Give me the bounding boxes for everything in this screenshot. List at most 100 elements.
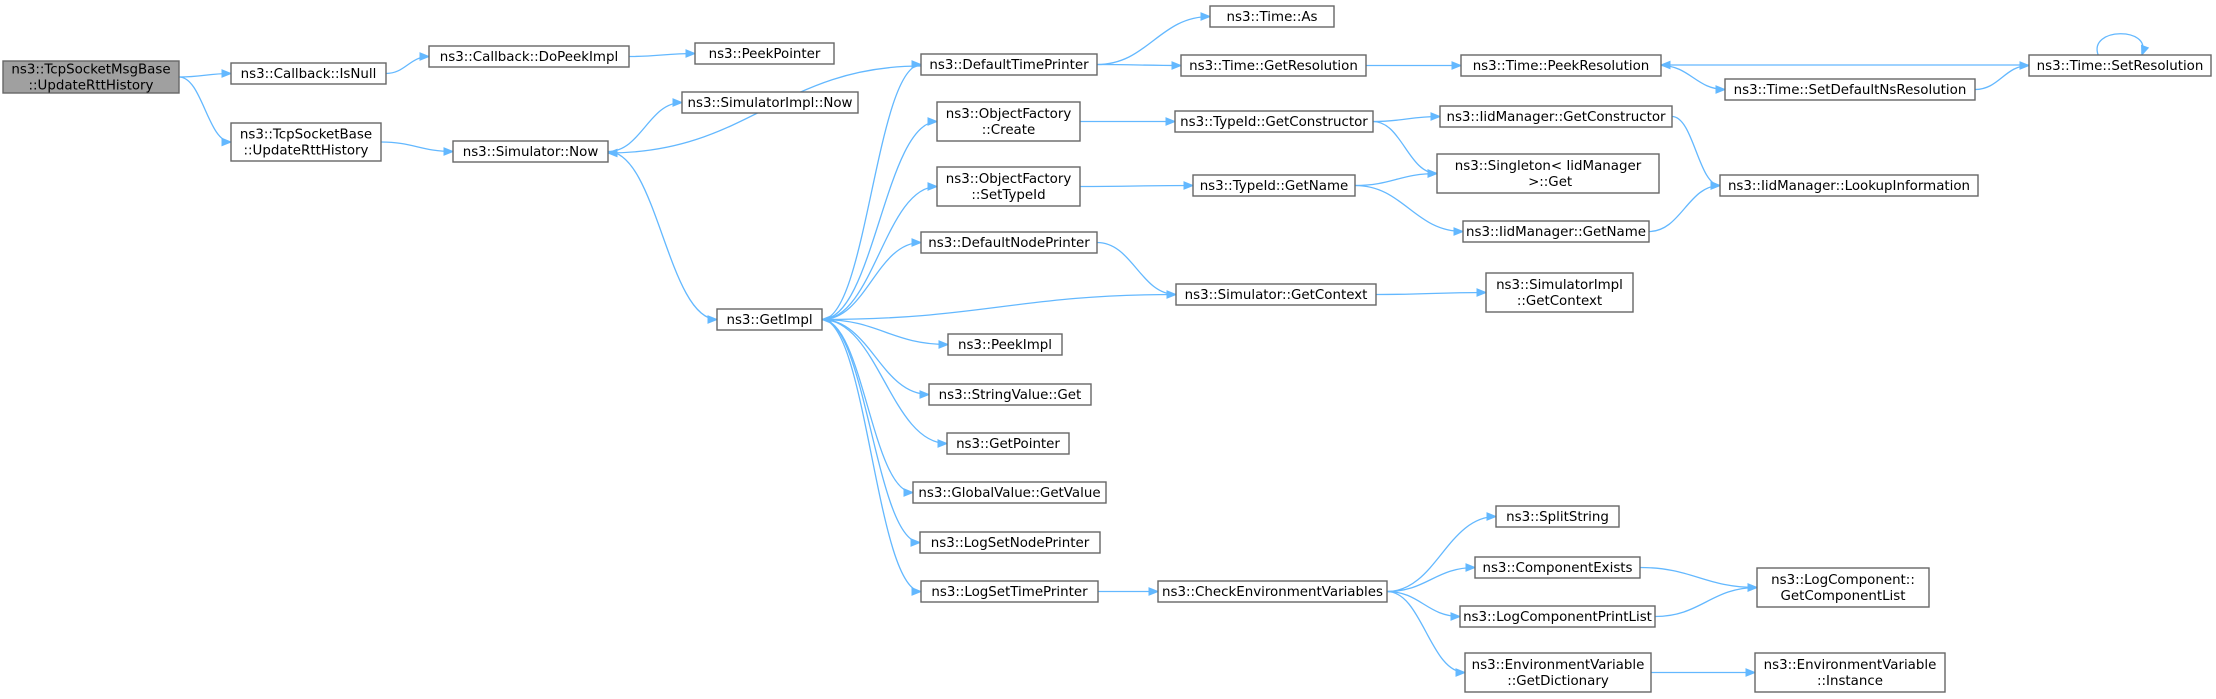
node-sim-now[interactable]: ns3::Simulator::Now	[452, 140, 609, 163]
edge-line	[1372, 120, 1438, 175]
node-str-val-get[interactable]: ns3::StringValue::Get	[928, 383, 1092, 406]
node-box	[912, 481, 1107, 504]
edge-line	[1375, 291, 1487, 296]
node-comp-exists[interactable]: ns3::ComponentExists	[1474, 556, 1641, 579]
edge-arrowhead	[919, 390, 931, 399]
edge-check-env-to-split-string	[1386, 512, 1498, 593]
node-cb-do-peek[interactable]: ns3::Callback::DoPeekImpl	[428, 45, 630, 68]
edge-line	[1671, 115, 1721, 187]
edge-arrowhead	[419, 52, 431, 61]
node-time-set-res[interactable]: ns3::Time::SetResolution	[2028, 54, 2212, 77]
call-edges	[178, 12, 2150, 677]
edge-line	[607, 101, 683, 153]
node-iid-get-ctor[interactable]: ns3::IidManager::GetConstructor	[1439, 105, 1673, 128]
node-label: ns3::EnvironmentVariable	[1764, 658, 1937, 673]
edge-arrowhead	[221, 69, 233, 78]
edge-arrowhead	[903, 488, 915, 497]
node-def-node-printer[interactable]: ns3::DefaultNodePrinter	[920, 231, 1098, 254]
node-label: ns3::Simulator::Now	[463, 145, 599, 160]
edge-line	[1372, 115, 1441, 123]
node-cb-is-null[interactable]: ns3::Callback::IsNull	[230, 62, 387, 85]
node-label: ::GetDictionary	[1507, 674, 1609, 689]
node-of-create[interactable]: ns3::ObjectFactory::Create	[936, 101, 1081, 142]
node-env-instance[interactable]: ns3::EnvironmentVariable::Instance	[1754, 652, 1946, 693]
edge-line	[821, 120, 938, 321]
node-time-get-res[interactable]: ns3::Time::GetResolution	[1180, 54, 1367, 77]
node-label: ns3::Callback::IsNull	[241, 67, 377, 82]
node-log-comp-print[interactable]: ns3::LogComponentPrintList	[1459, 605, 1656, 628]
node-gv-get-value[interactable]: ns3::GlobalValue::GetValue	[912, 481, 1107, 504]
edge-get-impl-to-def-time-printer	[821, 60, 923, 321]
node-box	[1459, 605, 1656, 628]
node-box	[1157, 580, 1388, 603]
node-box	[2028, 54, 2212, 77]
edge-log-set-time-to-check-env	[1098, 587, 1160, 596]
node-peek-pointer[interactable]: ns3::PeekPointer	[694, 42, 835, 65]
node-time-peek-res[interactable]: ns3::Time::PeekResolution	[1460, 54, 1662, 77]
edge-tid-get-ctor-to-singleton-get	[1372, 120, 1439, 178]
node-get-pointer[interactable]: ns3::GetPointer	[946, 432, 1070, 455]
edge-arrowhead	[685, 49, 697, 58]
edge-line	[1386, 566, 1476, 593]
node-sim-impl-get-ctx[interactable]: ns3::SimulatorImpl::GetContext	[1485, 272, 1634, 313]
node-tid-get-name[interactable]: ns3::TypeId::GetName	[1192, 174, 1356, 197]
node-peek-impl[interactable]: ns3::PeekImpl	[947, 333, 1063, 356]
node-box	[716, 308, 823, 331]
node-of-set-type-id[interactable]: ns3::ObjectFactory::SetTypeId	[936, 166, 1081, 207]
node-sim-get-ctx[interactable]: ns3::Simulator::GetContext	[1175, 283, 1377, 306]
edge-line	[1096, 63, 1182, 67]
edge-tcp-base-to-sim-now	[380, 141, 455, 156]
edge-get-impl-to-log-set-node	[821, 318, 922, 547]
edge-line	[1639, 566, 1758, 589]
edge-line	[628, 52, 696, 58]
node-time-as[interactable]: ns3::Time::As	[1209, 5, 1335, 28]
edge-tid-get-name-to-iid-get-name	[1354, 184, 1465, 236]
node-label: ns3::TypeId::GetName	[1200, 179, 1349, 194]
edge-comp-exists-to-log-comp-get-list	[1639, 566, 1759, 592]
node-iid-get-name[interactable]: ns3::IidManager::GetName	[1462, 220, 1650, 243]
edge-line	[1079, 184, 1194, 188]
node-get-impl[interactable]: ns3::GetImpl	[716, 308, 823, 331]
node-singleton-get[interactable]: ns3::Singleton< IidManager >::Get	[1436, 153, 1660, 194]
edge-get-impl-to-of-create	[821, 117, 939, 321]
node-time-set-def-ns[interactable]: ns3::Time::SetDefaultNsResolution	[1724, 78, 1976, 101]
edge-time-set-res-to-time-set-res	[2096, 33, 2150, 57]
edge-arrowhead	[1465, 563, 1477, 572]
node-label: ns3::IidManager::LookupInformation	[1728, 179, 1970, 194]
node-label: ns3::Time::SetDefaultNsResolution	[1734, 83, 1967, 98]
edge-line	[821, 241, 922, 321]
node-label: ::UpdateRttHistory	[29, 79, 154, 94]
node-log-set-time[interactable]: ns3::LogSetTimePrinter	[920, 580, 1099, 603]
edge-arrowhead	[1183, 181, 1195, 190]
node-box	[920, 580, 1099, 603]
node-iid-lookup[interactable]: ns3::IidManager::LookupInformation	[1719, 174, 1979, 197]
edge-line	[1354, 184, 1464, 233]
node-def-time-printer[interactable]: ns3::DefaultTimePrinter	[920, 53, 1098, 76]
edge-time-peek-res-to-time-set-def-ns	[1660, 64, 1727, 94]
node-env-get-dict[interactable]: ns3::EnvironmentVariable::GetDictionary	[1464, 652, 1652, 693]
node-check-env[interactable]: ns3::CheckEnvironmentVariables	[1157, 580, 1388, 603]
node-label: ns3::Time::SetResolution	[2037, 59, 2204, 74]
edge-sim-now-to-sim-impl-now	[607, 98, 684, 153]
node-label: ns3::LogSetNodePrinter	[931, 536, 1090, 551]
node-log-set-node[interactable]: ns3::LogSetNodePrinter	[919, 531, 1101, 554]
edge-log-comp-print-to-log-comp-get-list	[1654, 583, 1759, 618]
node-box	[947, 333, 1063, 356]
node-sim-impl-now[interactable]: ns3::SimulatorImpl::Now	[681, 91, 859, 114]
edge-arrowhead	[606, 148, 618, 158]
edge-check-env-to-env-get-dict	[1386, 590, 1467, 677]
node-log-comp-get-list[interactable]: ns3::LogComponent::GetComponentList	[1756, 567, 1930, 608]
node-tcp-base[interactable]: ns3::TcpSocketBase::UpdateRttHistory	[230, 122, 382, 162]
node-split-string[interactable]: ns3::SplitString	[1495, 505, 1620, 528]
node-tid-get-ctor[interactable]: ns3::TypeId::GetConstructor	[1174, 110, 1374, 133]
edge-arrowhead	[672, 98, 684, 107]
node-label: ::GetContext	[1517, 294, 1602, 309]
node-root[interactable]: ns3::TcpSocketMsgBase::UpdateRttHistory	[2, 60, 180, 94]
edge-tid-get-ctor-to-iid-get-ctor	[1372, 112, 1442, 123]
edge-arrowhead	[927, 117, 939, 126]
edge-arrowhead	[1148, 587, 1160, 596]
node-label: ::SetTypeId	[971, 188, 1045, 203]
edge-sim-get-ctx-to-get-impl	[820, 293, 1177, 324]
node-box	[1180, 54, 1367, 77]
edge-check-env-to-log-comp-print	[1386, 590, 1462, 621]
